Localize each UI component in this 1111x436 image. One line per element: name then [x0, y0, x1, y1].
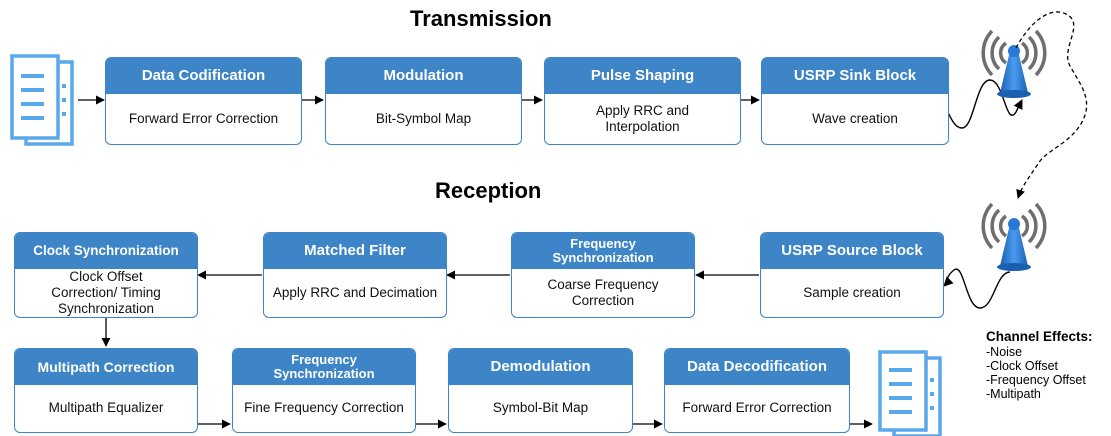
channel-effect-item: -Clock Offset: [986, 359, 1059, 373]
block-body: Multipath Equalizer: [48, 400, 164, 416]
block-matched-filter: Matched Filter Apply RRC and Decimation: [263, 232, 447, 318]
block-frequency-synchronization-fine: Frequency Synchronization Fine Frequency…: [232, 348, 416, 433]
block-header: USRP Sink Block: [762, 58, 948, 94]
block-header: Modulation: [326, 58, 521, 94]
document-stack-icon: [10, 54, 74, 146]
block-body: Sample creation: [803, 284, 901, 300]
block-demodulation: Demodulation Symbol-Bit Map: [448, 348, 633, 433]
block-pulse-shaping: Pulse Shaping Apply RRC and Interpolatio…: [544, 57, 741, 145]
block-header: USRP Source Block: [761, 233, 943, 269]
block-body: Bit-Symbol Map: [375, 110, 472, 126]
block-body: Forward Error Correction: [682, 400, 832, 416]
block-body: Fine Frequency Correction: [244, 400, 404, 416]
block-body: Symbol-Bit Map: [492, 400, 589, 416]
block-header: Data Codification: [106, 58, 301, 94]
block-body: Wave creation: [812, 110, 898, 126]
document-stack-icon: [878, 350, 942, 436]
block-header: Pulse Shaping: [545, 58, 740, 94]
tx-wave: [937, 79, 1023, 129]
block-header: Matched Filter: [264, 233, 446, 269]
channel-effects-title: Channel Effects:: [986, 329, 1093, 344]
block-body: Forward Error Correction: [128, 110, 279, 126]
block-header: Data Decodification: [665, 349, 849, 385]
block-header: Frequency Synchronization: [512, 233, 694, 269]
block-frequency-synchronization-coarse: Frequency Synchronization Coarse Frequen…: [511, 232, 695, 318]
block-usrp-source: USRP Source Block Sample creation: [760, 232, 944, 318]
block-data-decodification: Data Decodification Forward Error Correc…: [664, 348, 850, 433]
block-clock-synchronization: Clock Synchronization Clock Offset Corre…: [14, 232, 198, 318]
antenna-icon: [981, 202, 1047, 271]
block-body: Coarse Frequency Correction: [547, 276, 659, 308]
reception-title: Reception: [435, 178, 542, 203]
transmission-title: Transmission: [410, 6, 552, 31]
block-header: Frequency Synchronization: [233, 349, 415, 385]
channel-path: [1015, 11, 1088, 199]
channel-effect-item: -Multipath: [986, 387, 1041, 401]
block-header: Multipath Correction: [15, 349, 197, 385]
antenna-icon: [981, 29, 1047, 98]
block-body: Apply RRC and Interpolation: [595, 102, 690, 134]
block-data-codification: Data Codification Forward Error Correcti…: [105, 57, 302, 145]
channel-effects: Channel Effects: -Noise -Clock Offset -F…: [986, 329, 1093, 402]
block-header: Demodulation: [449, 349, 632, 385]
block-usrp-sink: USRP Sink Block Wave creation: [761, 57, 949, 145]
rx-wave: [943, 268, 1011, 309]
block-body: Clock Offset Correction/ Timing Synchron…: [51, 268, 161, 317]
channel-effect-item: -Noise: [986, 345, 1023, 359]
block-modulation: Modulation Bit-Symbol Map: [325, 57, 522, 145]
block-body: Apply RRC and Decimation: [272, 284, 438, 300]
block-header: Clock Synchronization: [15, 233, 197, 269]
channel-effect-item: -Frequency Offset: [986, 373, 1086, 387]
block-multipath-correction: Multipath Correction Multipath Equalizer: [14, 348, 198, 433]
